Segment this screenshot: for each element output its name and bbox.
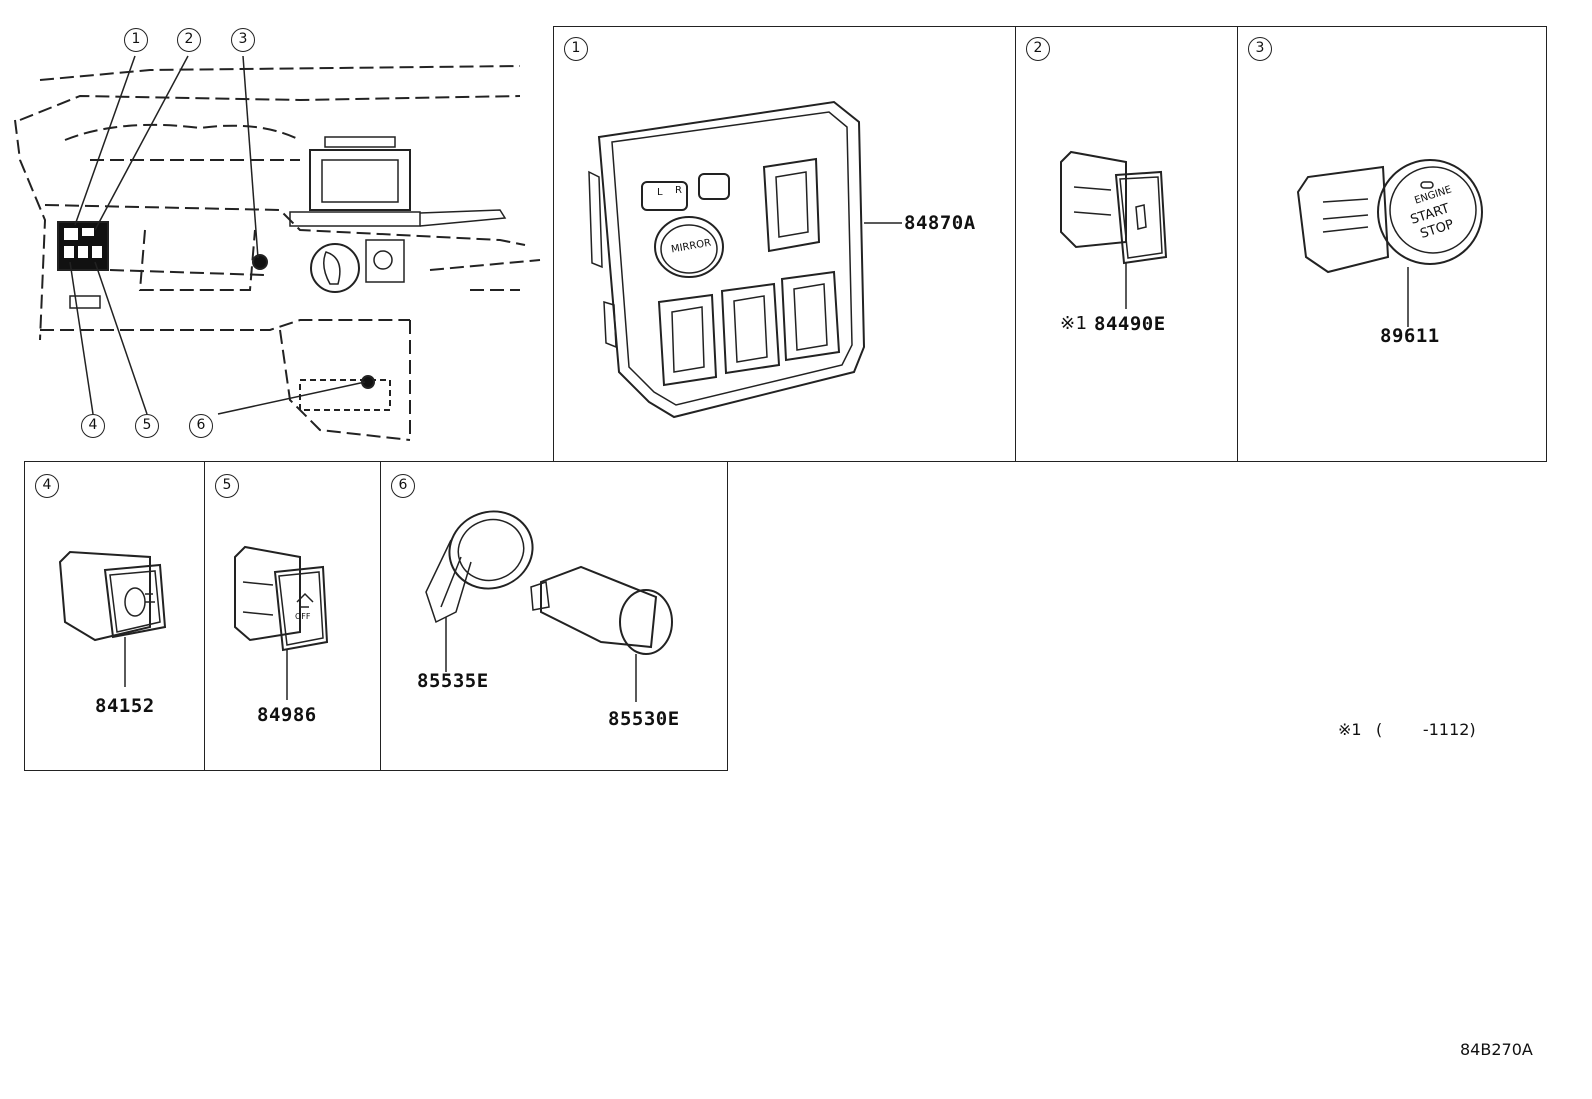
panel-3: 3 ENGINE START STOP 89611 (1237, 26, 1547, 462)
diagram-code: 84B270A (1460, 1040, 1533, 1059)
part-number-84490E: 84490E (1094, 313, 1166, 335)
engine-start-stop-button-drawing (1296, 159, 1483, 327)
callout-5: 5 (135, 414, 159, 438)
vsc-off-label: OFF (295, 612, 311, 621)
part-number-84152: 84152 (95, 695, 155, 717)
part-number-84986: 84986 (257, 704, 317, 726)
footnote-marker: ※1 (1338, 720, 1362, 739)
callout-2: 2 (177, 28, 201, 52)
panel-6-number: 6 (391, 474, 415, 498)
panel-3-number: 3 (1248, 37, 1272, 61)
mirror-right-label: R (675, 185, 682, 196)
cigarette-lighter-drawing (425, 510, 673, 702)
panel-2: 2 ※1 84490E (1015, 26, 1239, 462)
switch-84152-drawing (58, 550, 167, 687)
callout-1: 1 (124, 28, 148, 52)
panel-6: 6 85535E 85530E (380, 461, 728, 771)
panel-1-number: 1 (564, 37, 588, 61)
part-number-89611: 89611 (1380, 325, 1440, 347)
callout-6: 6 (189, 414, 213, 438)
panel-4: 4 84152 (24, 461, 206, 771)
part-number-85530E: 85530E (608, 708, 680, 730)
switch-84490E-drawing (1060, 150, 1168, 309)
power-window-mirror-switch-drawing (588, 100, 902, 419)
footnote-text: ( -1112) (1376, 720, 1476, 739)
part-number-84870A: 84870A (904, 212, 976, 234)
callout-4: 4 (81, 414, 105, 438)
panel-1: 1 MIRROR L R 84870A (553, 26, 1017, 462)
dashboard-overview (14, 55, 541, 441)
switch-84986-drawing (234, 545, 329, 700)
mirror-left-label: L (657, 187, 663, 198)
part-number-85535E: 85535E (417, 670, 489, 692)
panel-2-number: 2 (1026, 37, 1050, 61)
callout-3: 3 (231, 28, 255, 52)
part-prefix-note-1: ※1 (1060, 313, 1088, 334)
panel-4-number: 4 (35, 474, 59, 498)
panel-5: 5 OFF 84986 (204, 461, 382, 771)
panel-5-number: 5 (215, 474, 239, 498)
